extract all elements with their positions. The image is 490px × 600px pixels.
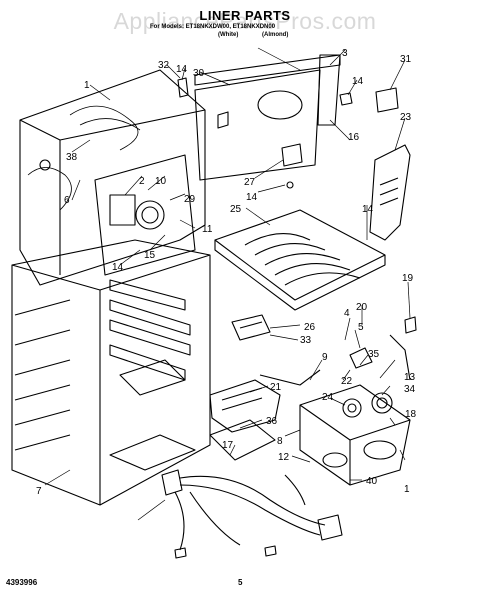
small-parts-shape: [177, 77, 399, 189]
lamp-assembly-shape: [209, 314, 417, 461]
callout-label: 27: [244, 177, 256, 188]
callout-label: 1: [404, 484, 410, 495]
callout-label: 32: [158, 60, 170, 71]
callout-label: 14: [246, 192, 258, 203]
callout-label: 12: [278, 452, 290, 463]
callout-label: 3: [342, 48, 348, 59]
air-duct-shape: [369, 144, 411, 241]
callout-label: 31: [400, 54, 412, 65]
callout-label: 11: [202, 224, 213, 235]
callout-label: 6: [64, 195, 70, 206]
models-line: For Models: ET18NKXDW00, ET18NKXDN00: [150, 24, 276, 30]
callout-label: 38: [66, 152, 78, 163]
callout-label: 4: [344, 308, 350, 319]
page-number: 5: [238, 578, 243, 587]
callout-label: 9: [322, 352, 328, 363]
callout-label: 40: [366, 476, 378, 487]
callout-label: 10: [155, 176, 167, 187]
callout-label: 15: [144, 250, 156, 261]
callout-label: 2: [139, 176, 145, 187]
callout-label: 22: [341, 376, 353, 387]
callout-label: 29: [184, 194, 196, 205]
callout-label: 5: [358, 322, 364, 333]
callout-label: 33: [300, 335, 312, 346]
callout-labels: 1 3 31 32 14 30 14 38 6 16 23 2 10 27 29…: [36, 48, 417, 497]
crisper-cover-shape: [214, 209, 386, 311]
callout-label: 21: [270, 382, 282, 393]
callout-label: 24: [322, 392, 334, 403]
callout-label: 36: [266, 416, 278, 427]
wiring-harness-shape: [161, 469, 343, 559]
callout-label: 1: [84, 80, 90, 91]
callout-label: 17: [222, 440, 234, 451]
callout-label: 14: [362, 204, 374, 215]
freezer-liner-shape: [19, 69, 206, 286]
color-almond: (Almond): [262, 32, 289, 38]
callout-label: 16: [348, 132, 360, 143]
callout-label: 7: [36, 486, 42, 497]
callout-label: 14: [352, 76, 364, 87]
callout-label: 30: [193, 68, 205, 79]
callout-label: 25: [230, 204, 242, 215]
callout-label: 18: [405, 409, 417, 420]
control-housing-shape: [299, 384, 411, 486]
page-title: LINER PARTS: [199, 8, 291, 23]
callout-label: 8: [277, 436, 283, 447]
fresh-food-liner-shape: [11, 239, 211, 506]
callout-label: 19: [402, 273, 414, 284]
color-white: (White): [218, 32, 239, 38]
leader-lines: [44, 47, 411, 521]
callout-label: 14: [112, 262, 124, 273]
callout-label: 34: [404, 384, 416, 395]
callout-label: 23: [400, 112, 412, 123]
callout-label: 35: [368, 349, 380, 360]
callout-label: 20: [356, 302, 368, 313]
callout-label: 14: [176, 64, 188, 75]
callout-label: 26: [304, 322, 316, 333]
rear-panels-shape: [194, 54, 341, 181]
document-number: 4393996: [6, 578, 38, 587]
callout-label: 13: [404, 372, 416, 383]
